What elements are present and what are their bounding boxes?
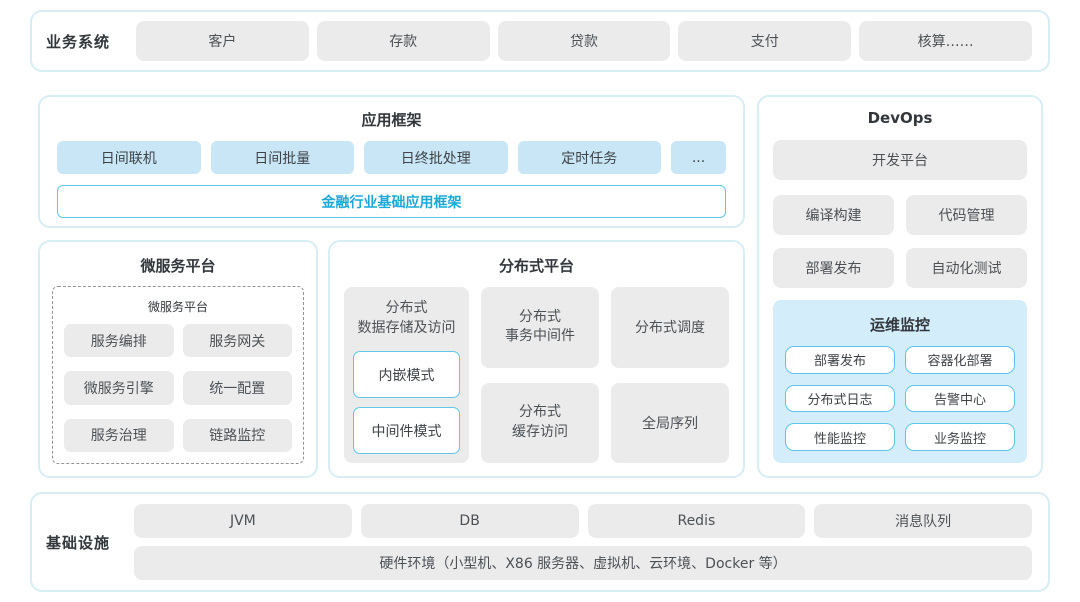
infra-item-db: DB bbox=[360, 504, 579, 538]
ops-item-distributed-log: 分布式日志 bbox=[785, 384, 895, 413]
global-sequence-box: 全局序列 bbox=[611, 382, 729, 463]
micro-item-engine: 微服务引擎 bbox=[64, 371, 174, 405]
infrastructure-panel: 基础设施 JVM DB Redis 消息队列 硬件环境（小型机、X86 服务器、… bbox=[30, 492, 1050, 592]
devops-grid: 编译构建 代码管理 部署发布 自动化测试 bbox=[773, 195, 1027, 288]
financial-base-framework-bar: 金融行业基础应用框架 bbox=[57, 185, 726, 218]
micro-item-config: 统一配置 bbox=[182, 371, 292, 405]
business-item-customer: 客户 bbox=[136, 21, 309, 61]
dev-platform-box: 开发平台 bbox=[773, 140, 1027, 180]
business-item-accounting: 核算…… bbox=[859, 21, 1032, 61]
storage-label-line2: 数据存储及访问 bbox=[357, 319, 456, 336]
transaction-line1: 分布式 bbox=[519, 308, 561, 325]
app-item-daytime-online: 日间联机 bbox=[57, 141, 201, 174]
middle-left-column: 应用框架 日间联机 日间批量 日终批处理 定时任务 ... 金融行业基础应用框架… bbox=[38, 95, 745, 478]
micro-item-tracing: 链路监控 bbox=[182, 418, 292, 452]
app-framework-items-row: 日间联机 日间批量 日终批处理 定时任务 ... bbox=[57, 141, 726, 174]
app-item-scheduled-task: 定时任务 bbox=[517, 141, 661, 174]
devops-item-deploy: 部署发布 bbox=[773, 248, 894, 288]
devops-item-auto-test: 自动化测试 bbox=[906, 248, 1027, 288]
ops-item-container-deploy: 容器化部署 bbox=[905, 346, 1015, 374]
business-item-payment: 支付 bbox=[678, 21, 852, 61]
ops-monitoring-grid: 部署发布 容器化部署 分布式日志 告警中心 性能监控 业务监控 bbox=[785, 346, 1015, 451]
microservice-title: 微服务平台 bbox=[140, 257, 216, 275]
ops-item-deploy-release: 部署发布 bbox=[785, 346, 895, 374]
distributed-storage-label: 分布式 数据存储及访问 bbox=[353, 299, 460, 338]
middleware-mode-box: 中间件模式 bbox=[353, 407, 460, 454]
hardware-environment-bar: 硬件环境（小型机、X86 服务器、虚拟机、云环境、Docker 等） bbox=[134, 546, 1032, 580]
infra-item-mq: 消息队列 bbox=[814, 504, 1032, 538]
micro-item-orchestration: 服务编排 bbox=[64, 324, 174, 358]
microservice-grid: 服务编排 服务网关 微服务引擎 统一配置 服务治理 链路监控 bbox=[64, 324, 292, 452]
microservice-inner-title: 微服务平台 bbox=[147, 300, 208, 314]
business-item-deposit: 存款 bbox=[316, 21, 490, 61]
cache-line1: 分布式 bbox=[519, 404, 561, 421]
devops-item-code-mgmt: 代码管理 bbox=[906, 195, 1027, 235]
ops-item-perf-monitor: 性能监控 bbox=[785, 423, 895, 451]
embedded-mode-box: 内嵌模式 bbox=[353, 351, 460, 399]
ops-item-biz-monitor: 业务监控 bbox=[905, 423, 1015, 451]
infrastructure-label: 基础设施 bbox=[46, 533, 111, 552]
distributed-transaction-box: 分布式 事务中间件 bbox=[481, 287, 599, 368]
app-framework-title: 应用框架 bbox=[361, 111, 422, 129]
transaction-line2: 事务中间件 bbox=[505, 328, 575, 345]
business-systems-label: 业务系统 bbox=[46, 32, 111, 51]
middle-zone: 应用框架 日间联机 日间批量 日终批处理 定时任务 ... 金融行业基础应用框架… bbox=[38, 95, 1043, 478]
app-framework-panel: 应用框架 日间联机 日间批量 日终批处理 定时任务 ... 金融行业基础应用框架 bbox=[38, 95, 745, 228]
infra-item-jvm: JVM bbox=[134, 504, 352, 538]
business-item-loan: 贷款 bbox=[497, 21, 671, 61]
ops-monitoring-panel: 运维监控 部署发布 容器化部署 分布式日志 告警中心 性能监控 业务监控 bbox=[773, 300, 1027, 463]
distributed-panel: 分布式平台 分布式 数据存储及访问 内嵌模式 中间件模式 分布式 bbox=[328, 240, 745, 478]
distributed-scheduling-box: 分布式调度 bbox=[611, 287, 729, 368]
devops-panel: DevOps 开发平台 编译构建 代码管理 部署发布 自动化测试 运维监控 部署… bbox=[757, 95, 1043, 478]
distributed-title: 分布式平台 bbox=[498, 257, 574, 275]
business-systems-row: 客户 存款 贷款 支付 核算…… bbox=[136, 21, 1032, 61]
distributed-cache-box: 分布式 缓存访问 bbox=[481, 382, 599, 463]
cache-line2: 缓存访问 bbox=[512, 423, 568, 440]
devops-item-build: 编译构建 bbox=[773, 195, 894, 235]
app-item-daytime-batch: 日间批量 bbox=[210, 141, 354, 174]
ops-item-alert-center: 告警中心 bbox=[905, 384, 1015, 413]
microservice-inner-panel: 微服务平台 服务编排 服务网关 微服务引擎 统一配置 服务治理 链路监控 bbox=[52, 286, 304, 464]
infra-item-redis: Redis bbox=[587, 504, 806, 538]
ops-monitoring-title: 运维监控 bbox=[869, 316, 930, 334]
distributed-storage-box: 分布式 数据存储及访问 内嵌模式 中间件模式 bbox=[344, 287, 469, 463]
micro-item-governance: 服务治理 bbox=[64, 418, 174, 452]
app-item-more: ... bbox=[671, 141, 726, 174]
micro-item-gateway: 服务网关 bbox=[182, 324, 292, 358]
business-systems-panel: 业务系统 客户 存款 贷款 支付 核算…… bbox=[30, 10, 1050, 72]
storage-label-line1: 分布式 bbox=[385, 300, 428, 316]
middle-bottom-row: 微服务平台 微服务平台 服务编排 服务网关 微服务引擎 统一配置 服务治理 链路… bbox=[38, 240, 745, 478]
microservice-panel: 微服务平台 微服务平台 服务编排 服务网关 微服务引擎 统一配置 服务治理 链路… bbox=[38, 240, 318, 478]
app-item-eod-batch: 日终批处理 bbox=[364, 141, 508, 174]
devops-title: DevOps bbox=[867, 109, 933, 127]
infrastructure-content: JVM DB Redis 消息队列 硬件环境（小型机、X86 服务器、虚拟机、云… bbox=[134, 504, 1032, 580]
infrastructure-row: JVM DB Redis 消息队列 bbox=[134, 504, 1032, 538]
distributed-grid: 分布式 数据存储及访问 内嵌模式 中间件模式 分布式 事务中间件 分布式调度 bbox=[344, 287, 729, 463]
